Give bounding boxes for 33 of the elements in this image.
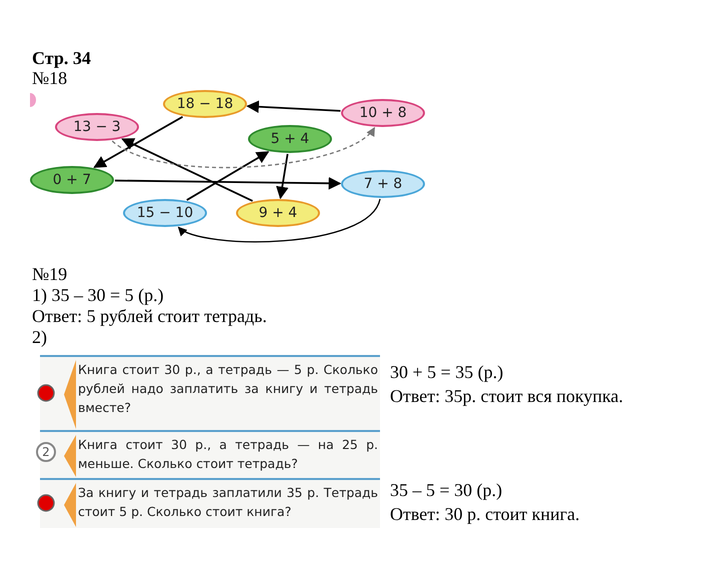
task-text: За книгу и тетрадь заплатили 35 р. Тетрадь стоит 5 р. Сколько стоит книга? [78, 484, 378, 521]
arrow [112, 127, 376, 168]
task-band [40, 355, 380, 430]
arrow [178, 198, 381, 242]
arrow [93, 116, 184, 168]
task-band [40, 478, 380, 528]
oval-node: 9 + 4 [236, 199, 320, 227]
text-line: Ответ: 35р. стоит вся покупка. [390, 386, 624, 406]
oval-node: 18 − 18 [163, 90, 247, 118]
text-line: 1) 35 – 30 = 5 (р.) [32, 285, 164, 305]
text-line: Ответ: 5 рублей стоит тетрадь. [32, 306, 267, 326]
oval-node: 5 + 4 [248, 125, 332, 153]
task-band [40, 430, 380, 478]
arrow [246, 100, 340, 114]
arrow [121, 138, 253, 202]
oval-node: 15 − 10 [123, 199, 207, 227]
text-line: 35 – 5 = 30 (р.) [390, 480, 502, 500]
arrow [186, 151, 270, 201]
arrow [114, 177, 342, 190]
heading: №19 [32, 264, 68, 284]
text-line: Ответ: 30 р. стоит книга. [390, 504, 580, 524]
text-line: 30 + 5 = 35 (р.) [390, 362, 504, 382]
oval-node: 0 + 7 [30, 166, 114, 194]
oval-node: 10 + 8 [341, 99, 425, 127]
heading: №18 [32, 68, 68, 88]
heading: Стр. 34 [32, 48, 91, 68]
arrow [276, 154, 288, 200]
task-text: Книга стоит 30 р., а тетрадь — на 25 р. меньше. Сколько стоит тетрадь? [78, 436, 378, 473]
text-line: 2) [32, 327, 47, 347]
oval-node: 13 − 3 [55, 113, 139, 141]
task-text: Книга стоит 30 р., а тетрадь — 5 р. Сколько рублей надо заплатить за книгу и тетрадь вместе? [78, 361, 378, 417]
numbered-circle: 2 [36, 442, 56, 462]
oval-node: 7 + 8 [341, 170, 425, 198]
